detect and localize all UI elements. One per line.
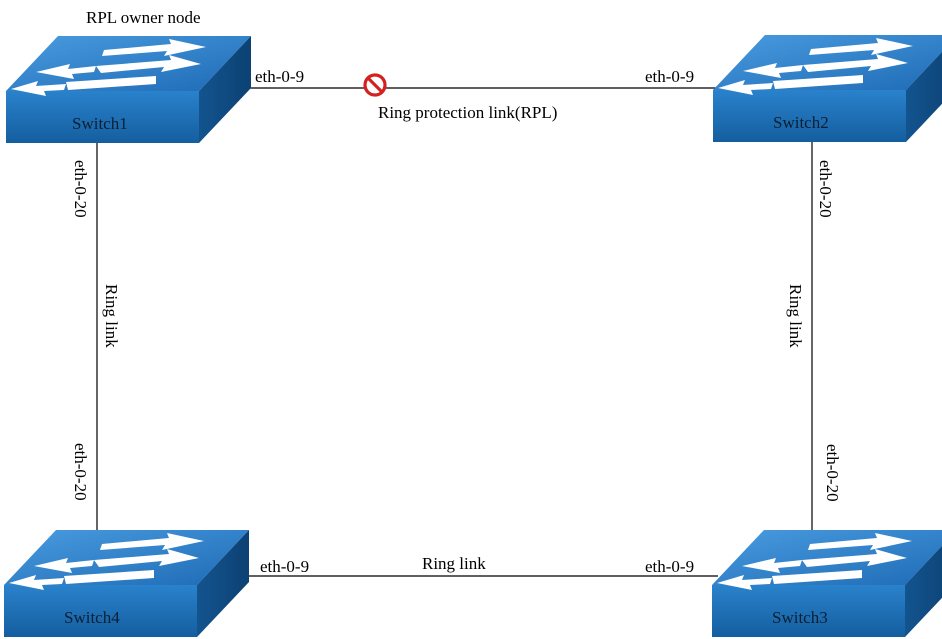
left-ring-link-label: Ring link [102, 284, 121, 348]
right-bottom-port-label: eth-0-20 [823, 444, 842, 502]
switch-3: Switch3 [712, 530, 942, 637]
bottom-right-port-label: eth-0-9 [645, 557, 694, 576]
right-top-port-label: eth-0-20 [816, 160, 835, 218]
switch-4: Switch4 [4, 530, 249, 637]
switch-1-label: Switch1 [72, 114, 128, 133]
bottom-left-port-label: eth-0-9 [260, 557, 309, 576]
top-left-port-label: eth-0-9 [255, 67, 304, 86]
left-top-port-label: eth-0-20 [71, 160, 90, 218]
right-ring-link-label: Ring link [786, 284, 805, 348]
switch-2: Switch2 [713, 35, 942, 142]
rpl-link-label: Ring protection link(RPL) [378, 103, 557, 122]
top-right-port-label: eth-0-9 [645, 67, 694, 86]
left-bottom-port-label: eth-0-20 [71, 443, 90, 501]
switch-2-label: Switch2 [773, 113, 829, 132]
switch-4-label: Switch4 [64, 608, 120, 627]
rpl-owner-node-label: RPL owner node [86, 8, 201, 27]
switch-3-label: Switch3 [772, 608, 828, 627]
switch-1: Switch1 [6, 36, 251, 143]
bottom-ring-link-label: Ring link [422, 554, 486, 573]
blocked-port-icon [363, 73, 387, 97]
